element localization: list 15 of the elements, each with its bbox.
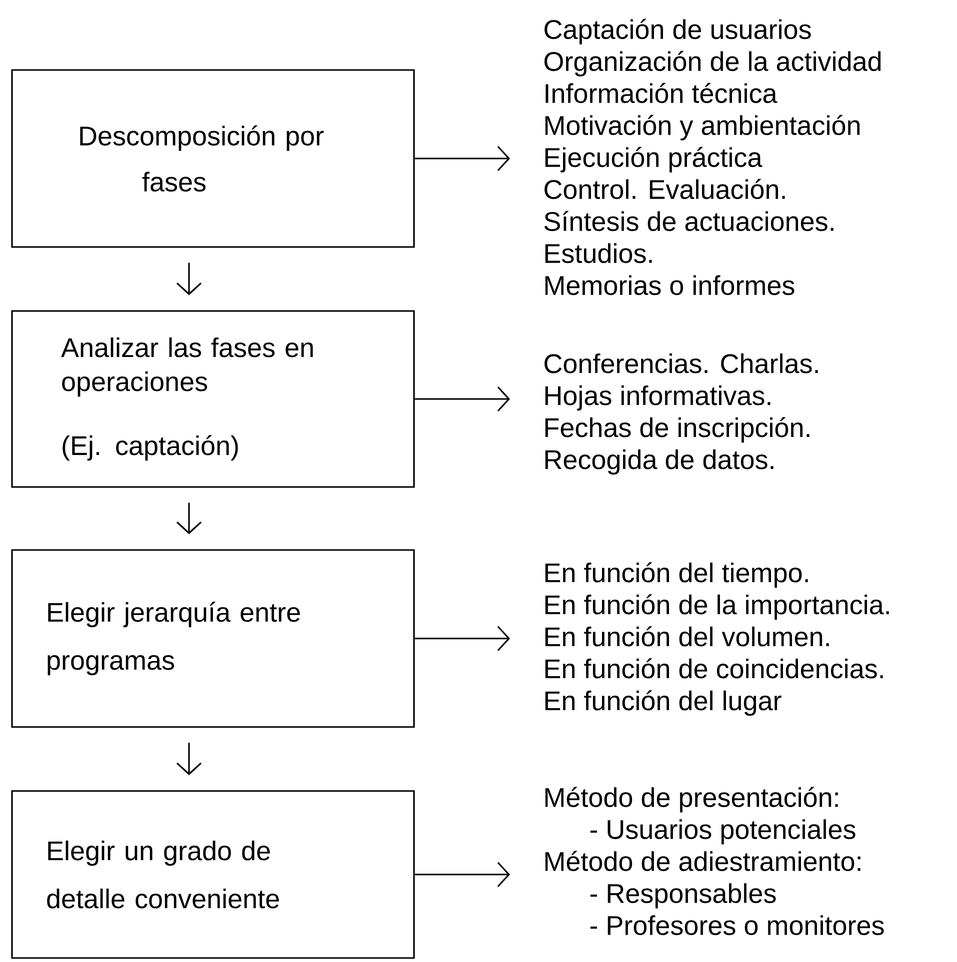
item-list: Método de presentación: - Usuarios potenciales Método de adiestramiento: - Responsables - Profesores o monitores [545, 786, 884, 936]
process-box: Elegir un grado de detalle conveniente [11, 790, 415, 959]
arrow [414, 386, 510, 412]
arrow [176, 742, 202, 776]
item-list: En función del tiempo. En función de la importancia. En función del volumen. En función de coincidencias. En función del lugar [545, 562, 889, 716]
arrow [176, 502, 202, 534]
arrow [414, 862, 510, 888]
item-list: Conferencias. Charlas. Hojas informativas. Fechas de inscripción. Recogida de datos. [544, 353, 818, 475]
process-box: Descomposición por fases [11, 69, 415, 248]
process-box: Elegir jerarquía entre programas [11, 549, 415, 728]
arrow [414, 146, 510, 172]
process-box: Analizar las fases en operaciones (Ej. captación) [11, 310, 415, 488]
arrow [414, 626, 510, 652]
arrow [176, 262, 202, 296]
item-list: Captación de usuarios Organización de la actividad Información técnica Motivación y ambientación Ejecución práctica Control. Evaluación. Síntesis de actuaciones. Estudios. Memorias o informes [544, 18, 881, 296]
